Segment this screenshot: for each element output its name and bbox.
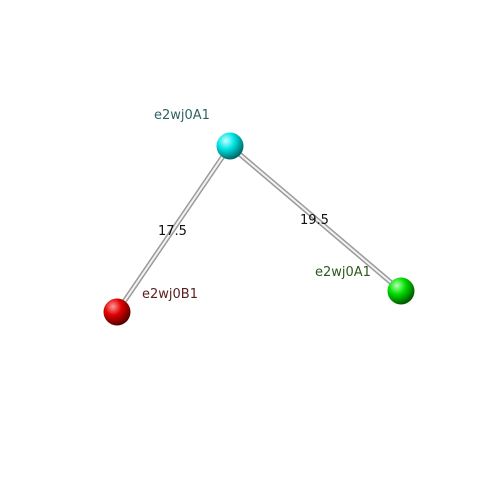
node-n1[interactable]: [216, 132, 244, 160]
node-label-n1: e2wj0A1: [154, 108, 210, 123]
node-n2[interactable]: [103, 298, 131, 326]
edge-label-n1-n3: 19.5: [300, 213, 329, 228]
node-label-n2: e2wj0B1: [142, 287, 198, 302]
node-label-n3: e2wj0A1: [315, 265, 371, 280]
node-n3[interactable]: [387, 277, 415, 305]
edge-n1-n3: [227, 143, 404, 294]
edge-label-n1-n2: 17.5: [158, 224, 187, 239]
edge-n1-n2: [114, 143, 233, 315]
